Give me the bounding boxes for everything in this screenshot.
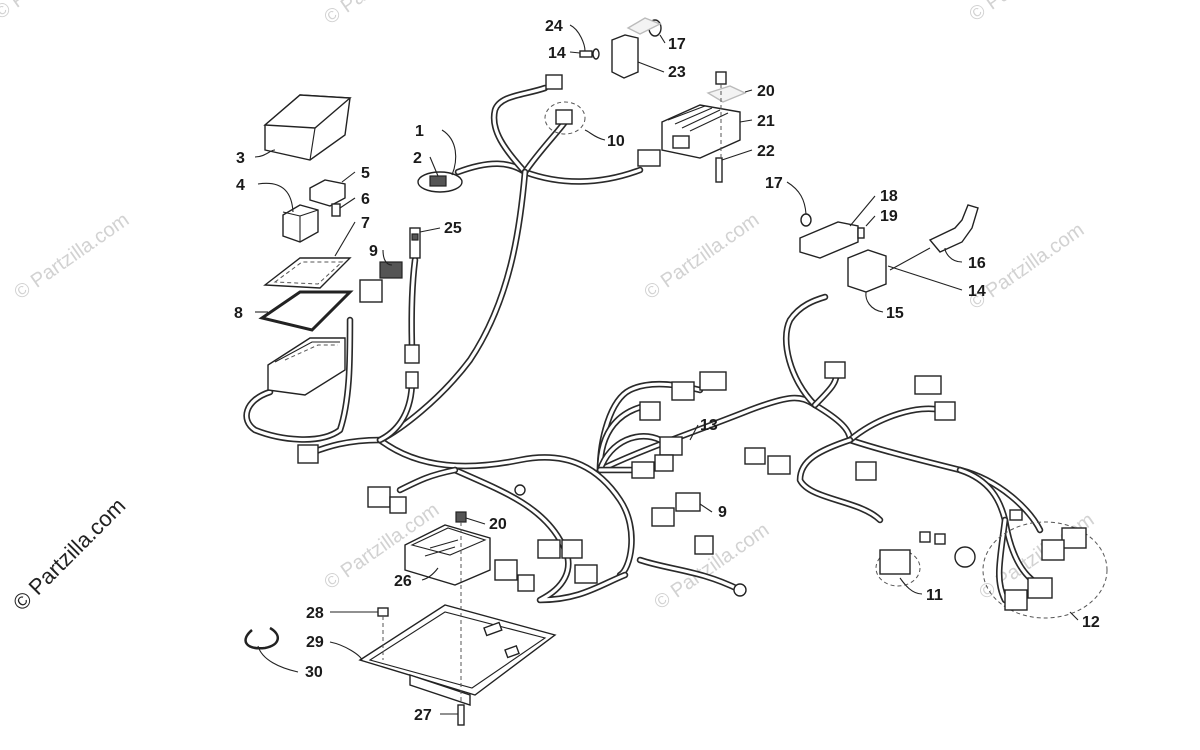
callout-17-upper: 17 [668, 36, 686, 53]
callout-13: 13 [700, 417, 718, 434]
callout-17-right: 17 [765, 175, 783, 192]
part-9-connector-upper [359, 261, 403, 303]
callout-12: 12 [1082, 614, 1100, 631]
part-26-ecu [404, 524, 491, 586]
callout-9-lower: 9 [718, 504, 727, 521]
part-1-2-connector [417, 171, 463, 193]
callout-11: 11 [926, 587, 943, 604]
part-25-sensor [404, 227, 421, 389]
part-9-connector-lower [651, 492, 701, 527]
watermark: © Partzilla.com [10, 209, 133, 304]
watermark: © Partzilla.com [0, 0, 113, 24]
callout-6: 6 [361, 191, 370, 208]
callout-20-upper: 20 [757, 83, 775, 100]
part-4-relay [282, 204, 319, 243]
callout-2: 2 [413, 150, 422, 167]
callout-26: 26 [394, 573, 412, 590]
part-7-fuse-label [263, 257, 352, 289]
callout-5: 5 [361, 165, 370, 182]
part-13-connectors [631, 371, 727, 479]
callout-14-upper: 14 [548, 45, 566, 62]
part-17-nut-right [800, 213, 812, 227]
part-21-regulator [661, 104, 741, 159]
callout-4: 4 [236, 177, 245, 194]
callout-30: 30 [305, 664, 323, 681]
part-18-bracket [799, 221, 859, 259]
part-5-relay-small [309, 179, 346, 207]
part-14-24-screw-upper [579, 48, 600, 60]
watermark: © Partzilla.com [320, 0, 443, 29]
part-12-connectors [982, 521, 1108, 619]
lower-left-connectors [297, 444, 747, 597]
part-20-nut-upper [706, 71, 747, 103]
part-11-connector [875, 531, 976, 587]
callout-24: 24 [545, 18, 563, 35]
part-8-fuse-box-gasket [258, 290, 354, 332]
part-15-module [847, 249, 887, 293]
watermark: © Partzilla.com [640, 209, 763, 304]
callout-18: 18 [880, 188, 898, 205]
watermark: © Partzilla.com [965, 0, 1088, 26]
callout-1: 1 [415, 123, 424, 140]
callout-29: 29 [306, 634, 324, 651]
part-14-screw-right [889, 247, 931, 271]
part-10-connector [544, 74, 586, 135]
fuse-box-base [267, 337, 346, 396]
callout-20-lower: 20 [489, 516, 507, 533]
callout-10: 10 [607, 133, 625, 150]
callout-21: 21 [757, 113, 775, 130]
callout-7: 7 [361, 215, 370, 232]
part-19-screw [857, 227, 865, 239]
callout-28: 28 [306, 605, 324, 622]
callout-22: 22 [757, 143, 775, 160]
part-23-bracket [611, 34, 639, 79]
callout-19: 19 [880, 208, 898, 225]
callout-14-right: 14 [968, 283, 986, 300]
part-29-mounting-plate [358, 604, 557, 706]
callout-23: 23 [668, 64, 686, 81]
callout-9-upper: 9 [369, 243, 378, 260]
part-22-bolt [715, 157, 723, 183]
part-3-fuse-box-cover [263, 94, 352, 161]
callout-27: 27 [414, 707, 432, 724]
part-17-nut-upper [626, 17, 662, 37]
callout-8: 8 [234, 305, 243, 322]
main-watermark: © Partzilla.com [8, 493, 131, 616]
callout-16: 16 [968, 255, 986, 272]
part-6-fuse [331, 203, 341, 217]
callout-labels: 1 2 3 4 5 6 7 8 9 25 10 24 14 17 23 20 2… [234, 18, 1100, 724]
right-branch-connectors [744, 361, 1023, 521]
part-30-clip [244, 626, 279, 650]
callout-3: 3 [236, 150, 245, 167]
part-28-screw [377, 607, 389, 617]
part-27-screw [457, 704, 465, 726]
harness-end-connector-top-right [637, 149, 661, 167]
part-20-nut-lower [455, 511, 467, 523]
callout-15: 15 [886, 305, 904, 322]
part-16-boot [928, 204, 979, 253]
leader-lines [254, 24, 1079, 715]
callout-25: 25 [444, 220, 462, 237]
